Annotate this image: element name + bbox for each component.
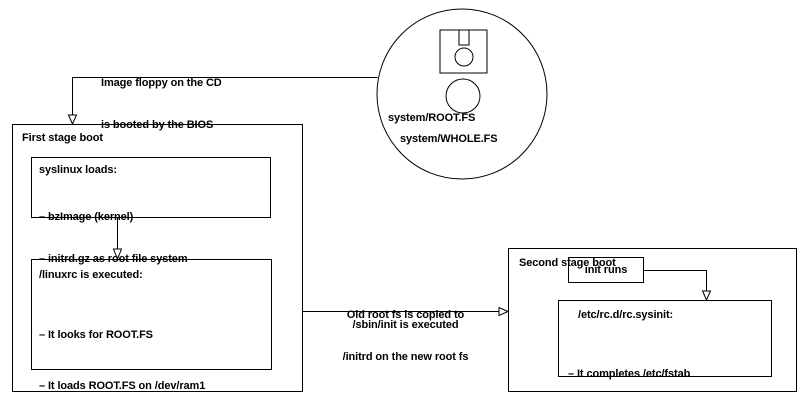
linuxrc-items: – It looks for ROOT.FS – It loads ROOT.F… [39, 293, 205, 407]
first-stage-boot-box [12, 124, 303, 392]
cd-file-root-fs: system/ROOT.FS [388, 112, 476, 124]
linuxrc-item-0: – It looks for ROOT.FS [39, 329, 153, 341]
syslinux-loads-heading: syslinux loads: [39, 164, 117, 176]
init-runs-label: init runs [584, 264, 628, 276]
syslinux-item-0: – bzImage (kernel) [39, 211, 134, 223]
top-arrow-label-line2: is booted by the BIOS [101, 119, 214, 131]
cd-file-whole-fs: system/WHOLE.FS [400, 133, 498, 145]
rc-sysinit-box [558, 300, 772, 377]
rc-sysinit-items: – It completes /etc/fstab to get WHOLE.F… [568, 334, 715, 407]
rc-sysinit-heading: /etc/rc.d/rc.sysinit: [578, 309, 674, 321]
first-stage-boot-title: First stage boot [22, 132, 103, 144]
linuxrc-box [31, 259, 272, 370]
cd-hole-icon [445, 78, 481, 114]
middle-arrow-line1: Old root fs is copied to [346, 309, 465, 321]
rc-sysinit-item-0: – It completes /etc/fstab [568, 368, 691, 380]
cd-circle-icon [376, 8, 548, 180]
middle-arrow-line2: /initrd on the new root fs [342, 351, 469, 363]
syslinux-item-1: – initrd.gz as root file system [39, 253, 188, 265]
syslinux-loads-box [31, 157, 271, 218]
middle-arrow-label-bottom: /sbin/init is executed [352, 319, 459, 331]
linuxrc-item-1: – It loads ROOT.FS on /dev/ram1 [39, 380, 206, 392]
syslinux-loads-items: – bzImage (kernel) – initrd.gz as root f… [39, 182, 188, 294]
init-runs-box [568, 257, 644, 283]
second-stage-boot-box [508, 248, 797, 392]
middle-arrow-label-top: Old root fs is copied to /initrd on the … [303, 280, 508, 392]
top-arrow-label-line1: Image floppy on the CD [101, 77, 222, 89]
linuxrc-heading: /linuxrc is executed: [39, 269, 143, 281]
floppy-disk-icon [439, 29, 488, 74]
top-arrow-label: Image floppy on the CD is booted by the … [101, 48, 222, 160]
